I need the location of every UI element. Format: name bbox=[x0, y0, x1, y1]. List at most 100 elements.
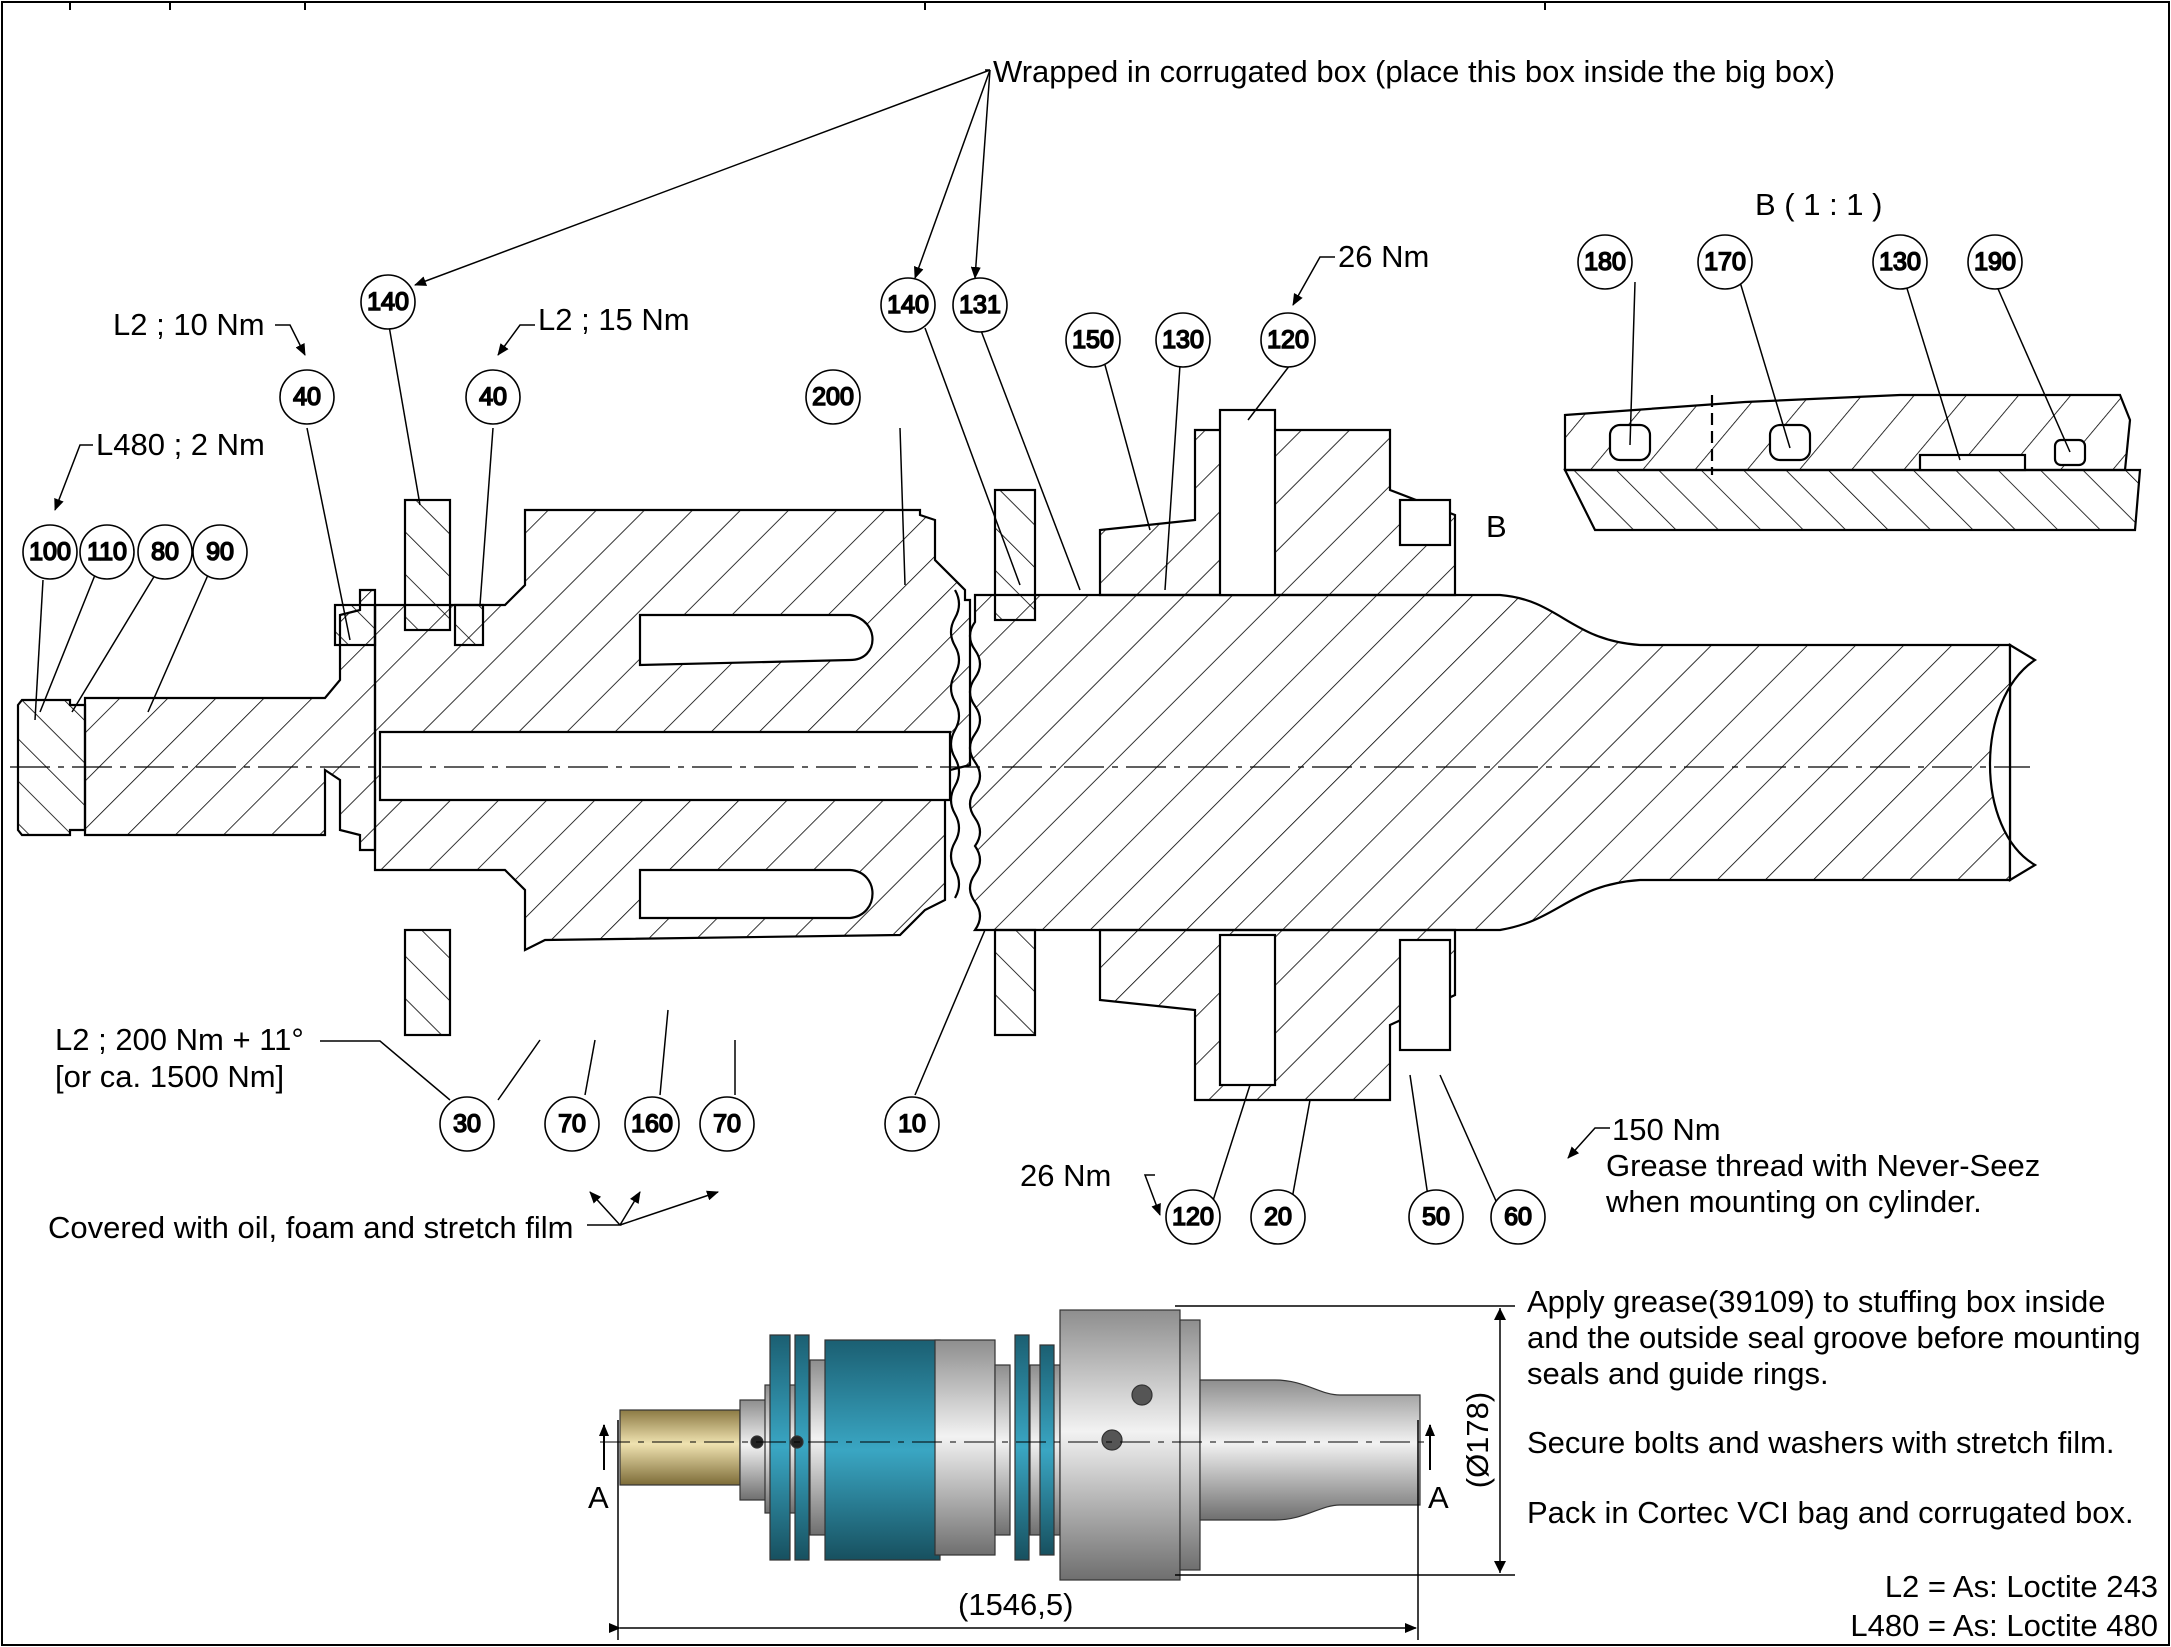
svg-text:130: 130 bbox=[1879, 248, 1921, 276]
torque-l2-10: L2 ; 10 Nm bbox=[113, 307, 265, 342]
balloon-d170: 170 bbox=[1697, 234, 1753, 290]
bore-recess-bottom bbox=[638, 868, 874, 920]
torque-l2-200-line1: L2 ; 200 Nm + 11° bbox=[55, 1022, 304, 1057]
svg-text:30: 30 bbox=[453, 1110, 481, 1138]
svg-text:130: 130 bbox=[1162, 326, 1204, 354]
bore-recess-top bbox=[638, 613, 874, 667]
svg-text:131: 131 bbox=[959, 291, 1001, 319]
svg-text:A: A bbox=[1428, 1480, 1449, 1515]
wiper-ring-left-top bbox=[403, 498, 452, 632]
svg-text:40: 40 bbox=[293, 383, 321, 411]
balloon-50: 50 bbox=[1408, 1189, 1464, 1245]
hex-nut-top bbox=[1398, 498, 1452, 547]
torque-l480-2: L480 ; 2 Nm bbox=[96, 427, 265, 462]
torque-l2-15: L2 ; 15 Nm bbox=[538, 302, 690, 337]
svg-text:150: 150 bbox=[1072, 326, 1114, 354]
svg-text:200: 200 bbox=[812, 383, 854, 411]
balloon-140b: 140 bbox=[880, 277, 936, 333]
blue-piston bbox=[824, 1339, 941, 1561]
blue-ring-1 bbox=[769, 1334, 791, 1561]
balloon-90: 90 bbox=[192, 524, 248, 580]
gland-top bbox=[1098, 428, 1457, 597]
torque-26-bottom: 26 Nm bbox=[1020, 1158, 1111, 1193]
svg-text:10: 10 bbox=[898, 1110, 926, 1138]
balloon-70a: 70 bbox=[544, 1096, 600, 1152]
balloon-150: 150 bbox=[1065, 312, 1121, 368]
instruction-line4: Secure bolts and washers with stretch fi… bbox=[1527, 1425, 2115, 1460]
svg-text:70: 70 bbox=[713, 1110, 741, 1138]
section-marker: B bbox=[1486, 509, 1507, 544]
svg-text:140: 140 bbox=[367, 288, 409, 316]
balloon-40b: 40 bbox=[465, 369, 521, 425]
instruction-line1: Apply grease(39109) to stuffing box insi… bbox=[1527, 1284, 2105, 1319]
balloon-d190: 190 bbox=[1967, 234, 2023, 290]
instruction-line3: seals and guide rings. bbox=[1527, 1356, 1829, 1391]
svg-text:190: 190 bbox=[1974, 248, 2016, 276]
svg-text:120: 120 bbox=[1267, 326, 1309, 354]
bolt-bottom bbox=[1218, 933, 1277, 1087]
balloon-200: 200 bbox=[805, 369, 861, 425]
annotations: Wrapped in corrugated box (place this bo… bbox=[48, 54, 2158, 1643]
balloon-160: 160 bbox=[624, 1096, 680, 1152]
balloon-120b: 120 bbox=[1165, 1189, 1221, 1245]
rod-end-cup bbox=[1989, 643, 2038, 882]
balloon-40a: 40 bbox=[279, 369, 335, 425]
covered-note: Covered with oil, foam and stretch film bbox=[48, 1210, 574, 1245]
balloon-110: 110 bbox=[79, 524, 135, 580]
balloon-20: 20 bbox=[1250, 1189, 1306, 1245]
dimension-diameter: (Ø178) bbox=[1175, 1305, 1515, 1576]
brass-stem bbox=[619, 1409, 741, 1486]
svg-text:110: 110 bbox=[87, 538, 127, 566]
svg-text:40: 40 bbox=[479, 383, 507, 411]
svg-text:60: 60 bbox=[1504, 1203, 1532, 1231]
svg-text:(Ø178): (Ø178) bbox=[1460, 1392, 1495, 1488]
balloon-80: 80 bbox=[137, 524, 193, 580]
detail-b-view bbox=[1563, 393, 2142, 532]
balloons: 140 40 40 100 110 80 90 200 140 131 150 … bbox=[22, 234, 2023, 1245]
svg-text:80: 80 bbox=[151, 538, 179, 566]
svg-text:90: 90 bbox=[206, 538, 234, 566]
balloon-d130: 130 bbox=[1872, 234, 1928, 290]
svg-text:20: 20 bbox=[1264, 1203, 1292, 1231]
rod-right bbox=[968, 593, 2012, 932]
torque-150-line1: 150 Nm bbox=[1612, 1112, 1721, 1147]
balloon-120a: 120 bbox=[1260, 312, 1316, 368]
balloon-140a: 140 bbox=[360, 274, 416, 330]
balloon-131: 131 bbox=[952, 277, 1008, 333]
svg-text:100: 100 bbox=[29, 538, 71, 566]
legend-l2: L2 = As: Loctite 243 bbox=[1885, 1569, 2158, 1604]
view-marker-left: A bbox=[588, 1424, 609, 1515]
legend-l480: L480 = As: Loctite 480 bbox=[1850, 1608, 2158, 1643]
gland-bottom bbox=[1098, 928, 1457, 1102]
balloon-30: 30 bbox=[439, 1096, 495, 1152]
instruction-line5: Pack in Cortec VCI bag and corrugated bo… bbox=[1527, 1495, 2134, 1530]
break-line bbox=[949, 589, 961, 899]
svg-text:160: 160 bbox=[631, 1110, 673, 1138]
torque-150-line2: Grease thread with Never-Seez bbox=[1606, 1148, 2040, 1183]
isometric-view bbox=[600, 1309, 1430, 1581]
balloon-60: 60 bbox=[1490, 1189, 1546, 1245]
svg-text:140: 140 bbox=[887, 291, 929, 319]
detail-title: B ( 1 : 1 ) bbox=[1755, 187, 1882, 222]
svg-text:180: 180 bbox=[1584, 248, 1626, 276]
svg-text:(1546,5): (1546,5) bbox=[958, 1587, 1073, 1622]
balloon-100: 100 bbox=[22, 524, 78, 580]
section-view bbox=[10, 408, 2038, 1102]
view-marker-right: A bbox=[1425, 1424, 1449, 1515]
leader-lines bbox=[34, 69, 2071, 1226]
rod-3d bbox=[1199, 1379, 1421, 1521]
hex-nut-bottom bbox=[1398, 938, 1452, 1052]
balloon-d180: 180 bbox=[1577, 234, 1633, 290]
torque-26-top: 26 Nm bbox=[1338, 239, 1429, 274]
svg-text:70: 70 bbox=[558, 1110, 586, 1138]
svg-text:120: 120 bbox=[1172, 1203, 1214, 1231]
svg-text:50: 50 bbox=[1422, 1203, 1450, 1231]
wiper-ring-left-bottom bbox=[403, 928, 452, 1037]
torque-150-line3: when mounting on cylinder. bbox=[1605, 1184, 1982, 1219]
bolt-top bbox=[1218, 408, 1277, 597]
shaft-spigot bbox=[83, 588, 377, 852]
balloon-130: 130 bbox=[1155, 312, 1211, 368]
balloon-10: 10 bbox=[884, 1096, 940, 1152]
